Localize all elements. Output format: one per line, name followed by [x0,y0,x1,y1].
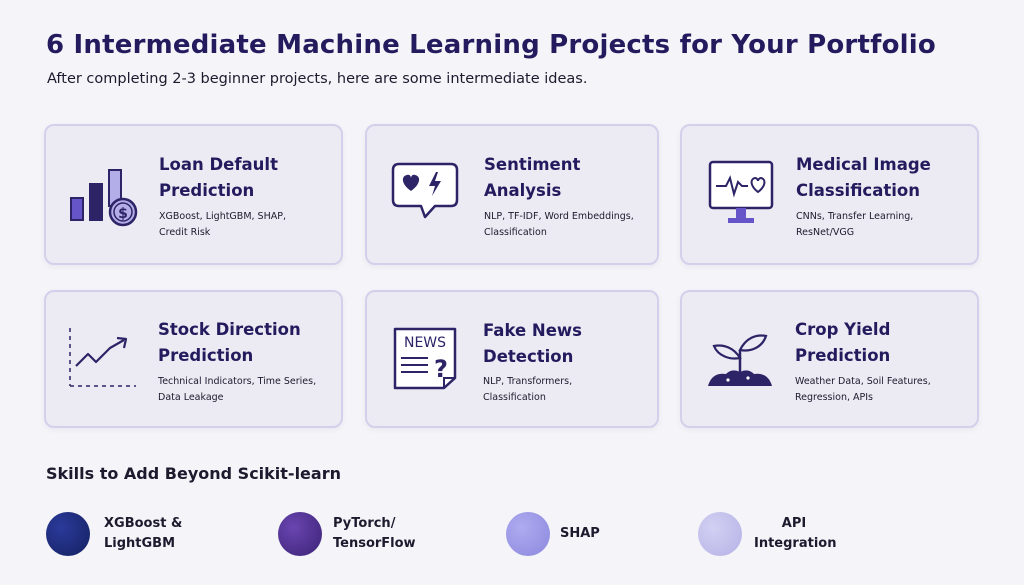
project-tags: Technical Indicators, Time Series, [158,376,317,387]
project-card-medical-image[interactable]: Medical Image Classification CNNs, Trans… [680,124,979,265]
sprout-icon [704,328,776,390]
skill-text: PyTorch/ [333,516,396,531]
project-tags: NLP, TF-IDF, Word Embeddings, [484,211,634,222]
project-title: Classification [796,181,920,200]
skill-label-xgboost: XGBoost & LightGBM [104,514,224,554]
project-title: Fake News [483,321,582,340]
skills-heading: Skills to Add Beyond Scikit-learn [46,464,341,483]
project-title: Stock Direction [158,320,301,339]
page-subtitle: After completing 2-3 beginner projects, … [47,71,588,87]
svg-text:$: $ [118,206,128,222]
project-title: Detection [483,347,574,366]
project-title: Medical Image [796,155,931,174]
skill-text: SHAP [560,526,600,541]
skill-label-shap: SHAP [560,524,680,544]
page-title: 6 Intermediate Machine Learning Projects… [46,30,936,60]
project-card-sentiment[interactable]: Sentiment Analysis NLP, TF-IDF, Word Emb… [365,124,659,265]
question-mark: ? [434,355,448,383]
project-tags: Classification [483,392,546,403]
skill-label-api: API Integration [754,514,837,554]
news-label: NEWS [404,335,446,351]
skill-dot-api [698,512,742,556]
project-card-fake-news[interactable]: NEWS ? Fake News Detection NLP, Transfor… [365,290,659,428]
bar-chart-dollar-icon: $ [68,166,140,228]
project-tags: Credit Risk [159,227,211,238]
project-tags: Data Leakage [158,392,224,403]
project-tags: Weather Data, Soil Features, [795,376,931,387]
project-tags: XGBoost, LightGBM, SHAP, [159,211,286,222]
project-tags: NLP, Transformers, [483,376,573,387]
skill-label-pytorch: PyTorch/ TensorFlow [333,514,453,554]
project-title: Prediction [158,346,254,365]
skill-text: TensorFlow [333,536,416,551]
project-title: Prediction [159,181,255,200]
trend-line-icon [66,324,138,390]
project-tags: ResNet/VGG [796,227,855,238]
heart-monitor-icon [708,160,776,228]
project-title: Crop Yield [795,320,891,339]
skill-dot-shap [506,512,550,556]
project-tags: Regression, APIs [795,392,873,403]
project-title: Prediction [795,346,891,365]
skill-dot-xgboost [46,512,90,556]
project-title: Loan Default [159,155,278,174]
project-card-stock-direction[interactable]: Stock Direction Prediction Technical Ind… [44,290,343,428]
project-card-crop-yield[interactable]: Crop Yield Prediction Weather Data, Soil… [680,290,979,428]
project-tags: CNNs, Transfer Learning, [796,211,914,222]
skill-text: LightGBM [104,536,176,551]
skill-text: XGBoost & [104,516,183,531]
skill-text: API [781,516,807,531]
newspaper-question-icon: NEWS ? [392,326,460,390]
project-title: Sentiment [484,155,581,174]
project-tags: Classification [484,227,547,238]
project-card-loan-default[interactable]: $ Loan Default Prediction XGBoost, Light… [44,124,343,265]
skill-text: Integration [754,536,837,551]
project-title: Analysis [484,181,562,200]
skill-dot-pytorch [278,512,322,556]
speech-bubble-heart-icon [391,160,461,222]
